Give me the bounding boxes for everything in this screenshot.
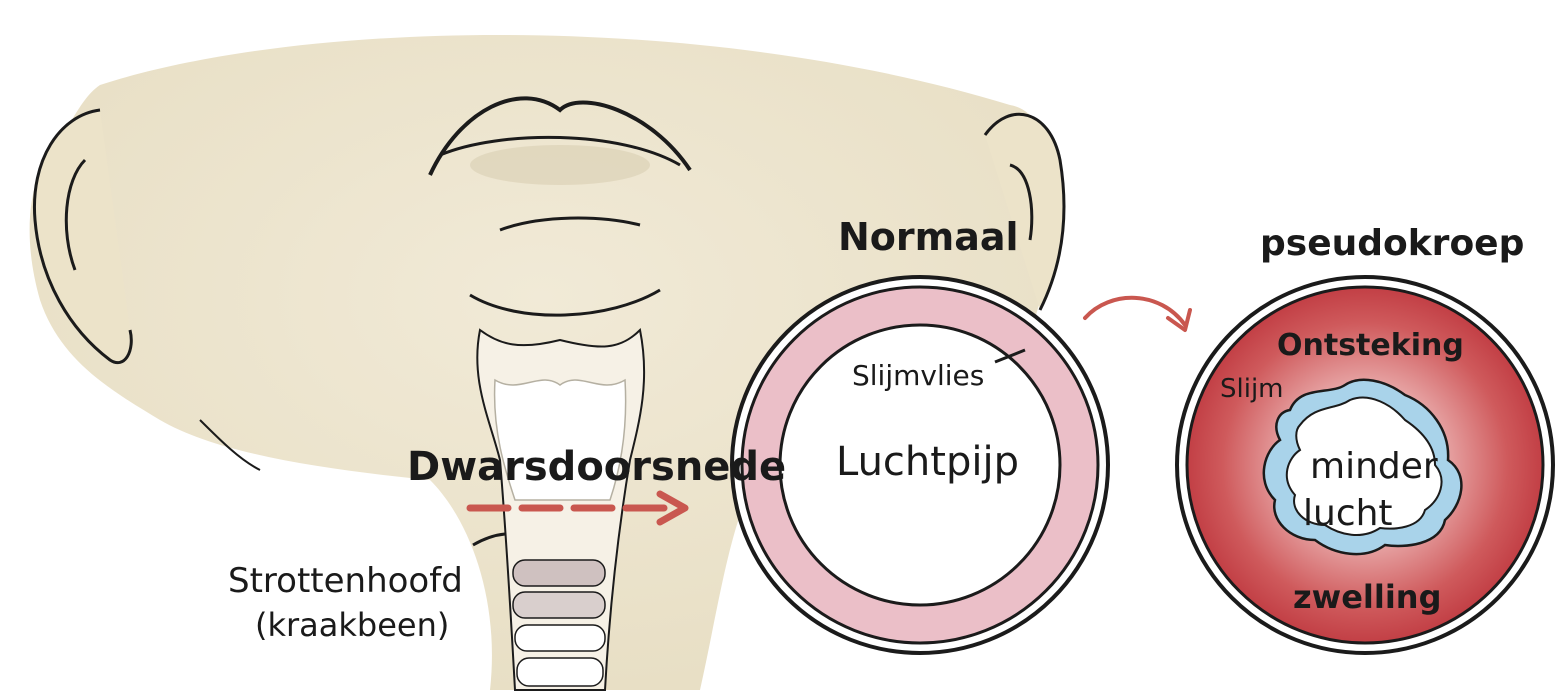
less-air-line1: minder bbox=[1310, 446, 1438, 487]
cross-section-label: Dwarsdoorsnede bbox=[407, 444, 786, 490]
trachea-ring-3 bbox=[515, 625, 605, 651]
inflammation-label: Ontsteking bbox=[1277, 328, 1464, 363]
swelling-label: zwelling bbox=[1293, 578, 1441, 616]
trachea-ring-2 bbox=[513, 592, 605, 618]
trachea-ring-1 bbox=[513, 560, 605, 586]
trachea-ring-4 bbox=[517, 658, 603, 686]
mucosa-label: Slijmvlies bbox=[852, 359, 984, 392]
larynx-label-line1: Strottenhoofd bbox=[228, 561, 463, 601]
trachea-label: Luchtpijp bbox=[836, 439, 1019, 485]
croup-title: pseudokroep bbox=[1260, 223, 1524, 264]
normal-title: Normaal bbox=[838, 215, 1019, 259]
mucus-label: Slijm bbox=[1220, 374, 1284, 404]
lip-shadow bbox=[470, 145, 650, 185]
larynx-label-line2: (kraakbeen) bbox=[255, 606, 449, 644]
less-air-line2: lucht bbox=[1303, 493, 1393, 534]
